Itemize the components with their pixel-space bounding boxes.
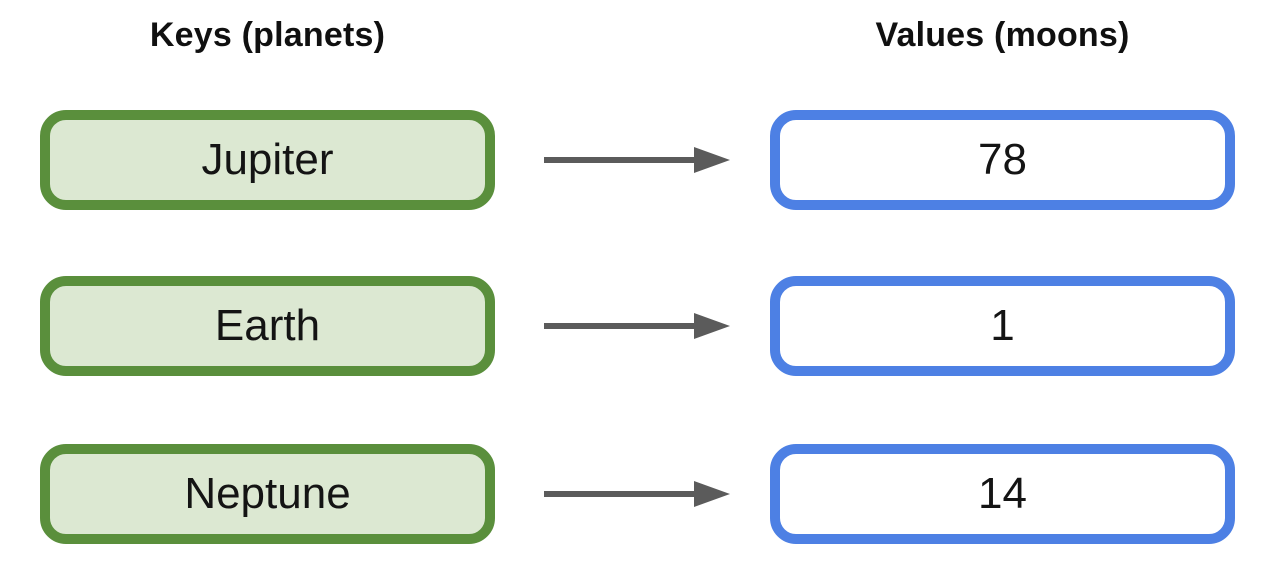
right-arrow-icon <box>544 481 730 507</box>
value-label: 78 <box>978 135 1027 184</box>
value-box-jupiter: 78 <box>770 110 1235 210</box>
key-box-neptune: Neptune <box>40 444 495 544</box>
key-label: Jupiter <box>201 135 334 184</box>
value-label: 14 <box>978 469 1027 518</box>
values-header: Values (moons) <box>875 16 1130 54</box>
value-box-neptune: 14 <box>770 444 1235 544</box>
key-label: Earth <box>214 301 321 350</box>
key-box-earth: Earth <box>40 276 495 376</box>
keys-header: Keys (planets) <box>149 16 386 54</box>
key-box-jupiter: Jupiter <box>40 110 495 210</box>
right-arrow-icon <box>544 147 730 173</box>
right-arrow-icon <box>544 313 730 339</box>
value-box-earth: 1 <box>770 276 1235 376</box>
key-label: Neptune <box>184 469 351 518</box>
value-label: 1 <box>990 301 1015 350</box>
